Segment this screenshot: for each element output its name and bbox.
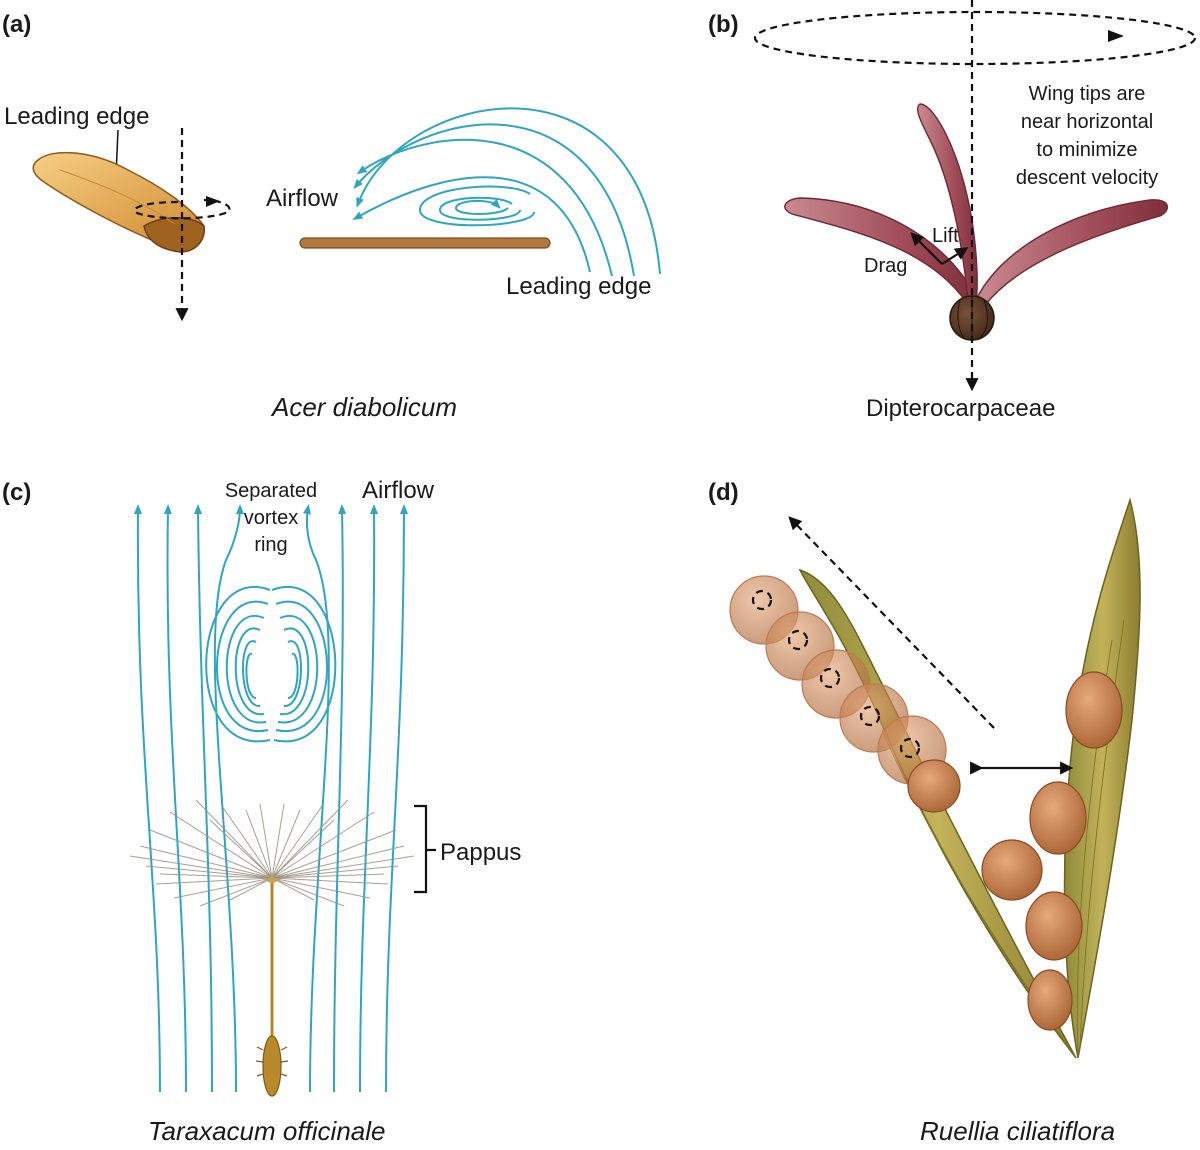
- lift-arrow: [941, 247, 969, 265]
- species-ruellia: Ruellia ciliatiflora: [920, 1116, 1115, 1146]
- vortex-line-1: Separated: [225, 480, 317, 502]
- outer-flow-lines: [133, 504, 408, 1093]
- note-line-2: near horizontal: [1021, 111, 1153, 133]
- ejected-seeds: [729, 575, 947, 785]
- acer-samara: [32, 151, 205, 253]
- drag-arrow: [910, 232, 943, 265]
- pappus-bristles: [129, 799, 415, 907]
- airflow-label-a: Airflow: [266, 185, 339, 212]
- rotation-ellipse-b: [753, 10, 1197, 66]
- panel-b-label: (b): [708, 11, 739, 38]
- vortex-line-3: ring: [254, 534, 287, 556]
- panel-a: (a) Leading edge Airflow Leading edge Ac…: [2, 11, 661, 422]
- ruellia-capsule-right: [1063, 497, 1141, 1059]
- leading-edge-label-top: Leading edge: [4, 103, 149, 130]
- panel-d: (d): [708, 479, 1141, 1146]
- leading-edge-vortex: [418, 185, 535, 227]
- vortex-ring-label: Separated vortex ring: [225, 480, 317, 556]
- panel-a-label: (a): [2, 11, 31, 38]
- species-dipterocarpaceae: Dipterocarpaceae: [866, 395, 1055, 422]
- species-taraxacum: Taraxacum officinale: [148, 1116, 386, 1146]
- note-line-1: Wing tips are: [1029, 83, 1146, 105]
- panel-d-label: (d): [708, 479, 739, 506]
- rotation-ellipse-a: [133, 198, 231, 220]
- wing-section: [299, 237, 551, 249]
- note-line-4: descent velocity: [1016, 167, 1158, 189]
- note-line-3: to minimize: [1036, 139, 1137, 161]
- separated-vortex-ring: [205, 586, 337, 743]
- leading-edge-label-bottom: Leading edge: [506, 273, 651, 300]
- airflow-label-c: Airflow: [362, 477, 435, 504]
- panel-c: (c) Separated vortex ring Airflow: [2, 477, 521, 1146]
- panel-b: (b) Wing tips are near horizontal to min…: [708, 0, 1197, 422]
- lift-label: Lift: [932, 225, 959, 247]
- pappus-label: Pappus: [440, 839, 521, 866]
- seed-trajectory-arrow: [788, 516, 995, 729]
- wing-tips-note: Wing tips are near horizontal to minimiz…: [1016, 83, 1158, 189]
- leading-edge-flow-lines: [352, 107, 661, 277]
- attached-seeds: [907, 671, 1123, 1031]
- dandelion-achene: [255, 877, 289, 1097]
- species-acer: Acer diabolicum: [270, 392, 457, 422]
- panel-c-label: (c): [2, 479, 31, 506]
- drag-label: Drag: [864, 255, 907, 277]
- vortex-line-2: vortex: [244, 507, 298, 529]
- pappus-bracket: [414, 804, 436, 894]
